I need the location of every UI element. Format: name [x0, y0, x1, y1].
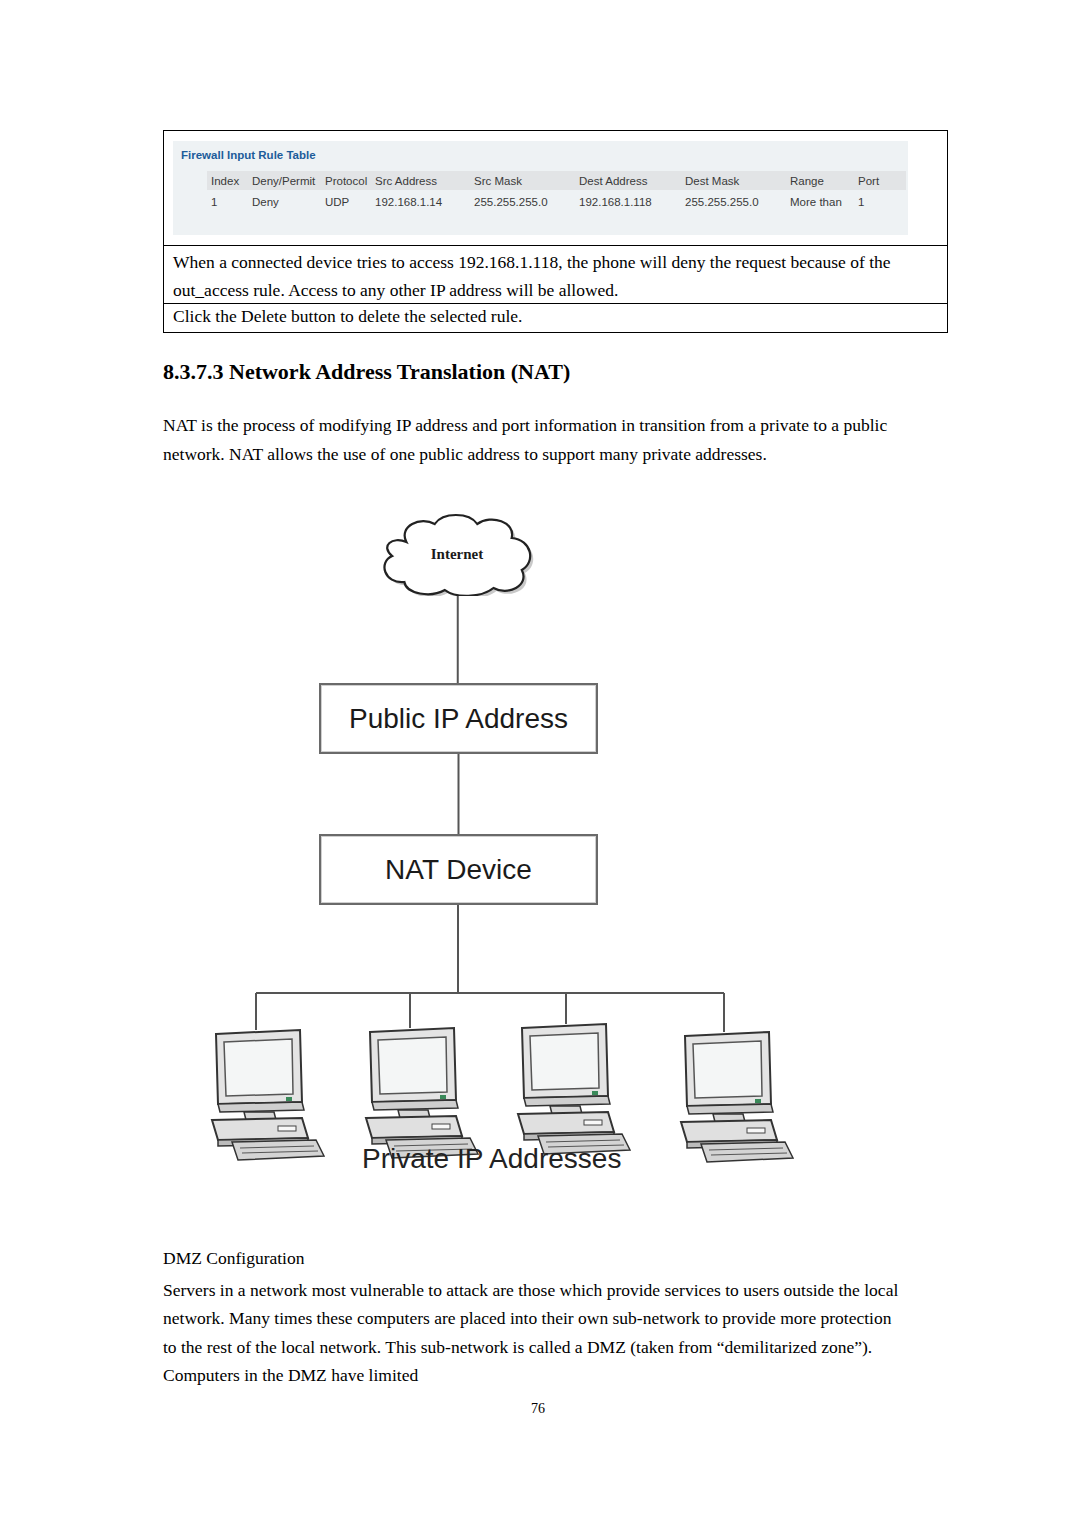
- column-header: Deny/Permit: [252, 174, 315, 188]
- body-paragraph: NAT is the process of modifying IP addre…: [163, 411, 908, 468]
- connector-line: [457, 590, 459, 683]
- note-text: Click the Delete button to delete the se…: [173, 306, 522, 327]
- table-title: Firewall Input Rule Table: [181, 148, 316, 162]
- column-header: Range: [790, 174, 824, 188]
- column-header: Index: [211, 174, 239, 188]
- table-cell: 192.168.1.118: [579, 195, 652, 209]
- table-cell: UDP: [325, 195, 349, 209]
- body-paragraph: Servers in a network most vulnerable to …: [163, 1276, 908, 1389]
- table-cell: 192.168.1.14: [375, 195, 442, 209]
- column-header: Dest Mask: [685, 174, 739, 188]
- node-label: NAT Device: [385, 854, 532, 886]
- column-header: Src Mask: [474, 174, 522, 188]
- node-label: Internet: [431, 546, 484, 563]
- note-text: When a connected device tries to access …: [173, 248, 933, 304]
- table-cell: 1: [858, 195, 864, 209]
- node-label: Public IP Address: [349, 703, 568, 735]
- cloud-shape: Internet: [376, 512, 538, 596]
- column-header: Src Address: [375, 174, 437, 188]
- page-number: 76: [531, 1400, 545, 1417]
- table-cell: More than: [790, 195, 842, 209]
- table-cell: 255.255.255.0: [685, 195, 759, 209]
- group-caption: Private IP Addresses: [362, 1142, 621, 1176]
- table-cell: Deny: [252, 195, 279, 209]
- subheading: DMZ Configuration: [163, 1248, 304, 1269]
- table-cell: 1: [211, 195, 217, 209]
- table-cell: 255.255.255.0: [474, 195, 548, 209]
- process-box: Public IP Address: [319, 683, 598, 754]
- column-header: Dest Address: [579, 174, 647, 188]
- connector-line: [458, 754, 460, 834]
- section-heading: 8.3.7.3 Network Address Translation (NAT…: [163, 359, 570, 385]
- column-header: Protocol: [325, 174, 367, 188]
- process-box: NAT Device: [319, 834, 598, 905]
- column-header: Port: [858, 174, 879, 188]
